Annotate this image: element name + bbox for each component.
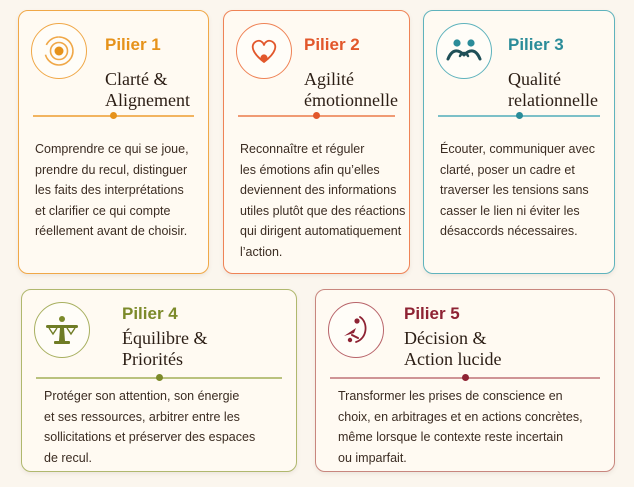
pillar-title: Clarté & Alignement: [105, 69, 190, 110]
divider-dot: [110, 112, 117, 120]
target-icon: [31, 23, 87, 79]
pillar-label: Pilier 5: [404, 304, 460, 323]
pillar-title: Qualité relationnelle: [508, 69, 598, 110]
divider: [330, 374, 600, 382]
pillar-label: Pilier 3: [508, 35, 564, 54]
pillar-description: Écouter, communiquer avec clarté, poser …: [440, 142, 595, 238]
divider-dot: [155, 374, 163, 382]
divider-dot: [313, 112, 320, 120]
pillar-title: Décision & Action lucide: [404, 328, 502, 369]
pillar-card-5: Pilier 5 Décision & Action lucide Transf…: [315, 289, 615, 472]
pillar-title: Équilibre & Priorités: [122, 328, 208, 369]
pillar-description: Reconnaître et réguler les émotions afin…: [240, 142, 406, 259]
pillar-label: Pilier 4: [122, 304, 178, 323]
divider-dot: [515, 112, 523, 120]
pillar-description: Comprendre ce qui se joue, prendre du re…: [35, 142, 189, 238]
pillar-label: Pilier 2: [304, 35, 360, 54]
pillar-description: Protéger son attention, son énergie et s…: [44, 389, 256, 465]
pillar-card-1: Pilier 1 Clarté & Alignement Comprendre …: [18, 10, 209, 274]
divider: [438, 112, 600, 120]
people-icon: [436, 23, 492, 79]
pillar-card-4: Pilier 4 Équilibre & Priorités Protéger …: [21, 289, 297, 472]
pillar-description: Transformer les prises de conscience en …: [338, 389, 583, 465]
divider: [36, 374, 282, 382]
pillar-card-2: Pilier 2 Agilité émotionnelle Reconnaîtr…: [223, 10, 410, 274]
pillar-card-3: Pilier 3 Qualité relationnelle Écouter, …: [423, 10, 615, 274]
pillar-title: Agilité émotionnelle: [304, 69, 398, 110]
pillar-label: Pilier 1: [105, 35, 161, 54]
heart-icon: [236, 23, 292, 79]
divider-dot: [461, 374, 469, 382]
divider: [33, 112, 194, 120]
divider: [238, 112, 395, 120]
decision-icon: [328, 302, 384, 358]
balance-icon: [34, 302, 90, 358]
